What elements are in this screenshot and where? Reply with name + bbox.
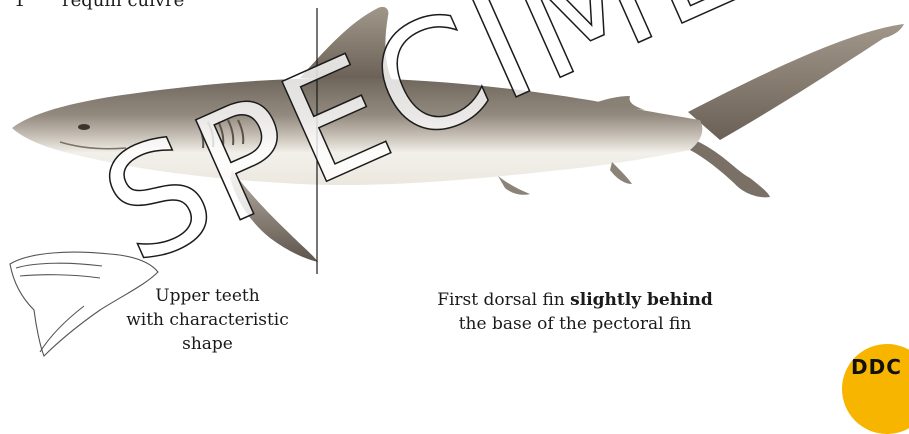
caption-dorsal-fin-line1: First dorsal fin slightly behind — [405, 288, 745, 312]
badge-label: DDC — [851, 355, 902, 379]
caption-dorsal-text: First dorsal fin — [437, 290, 570, 310]
publisher-badge: DDC — [842, 344, 909, 434]
caption-upper-teeth: Upper teeth with characteristic shape — [105, 284, 310, 356]
caption-dorsal-fin-line2: the base of the pectoral fin — [405, 312, 745, 336]
caudal-fin-upper — [688, 24, 904, 140]
caption-upper-teeth-line: with characteristic — [105, 308, 310, 332]
caption-upper-teeth-line: Upper teeth — [105, 284, 310, 308]
caption-dorsal-fin: First dorsal fin slightly behind the bas… — [405, 288, 745, 336]
caudal-fin-lower — [690, 138, 770, 197]
pelvic-fin — [498, 176, 530, 195]
first-dorsal-fin — [300, 7, 392, 80]
caption-upper-teeth-line: shape — [105, 332, 310, 356]
eye — [78, 124, 90, 130]
anal-fin — [610, 162, 632, 184]
caption-dorsal-emphasis: slightly behind — [570, 290, 713, 310]
shark-body — [12, 78, 702, 185]
